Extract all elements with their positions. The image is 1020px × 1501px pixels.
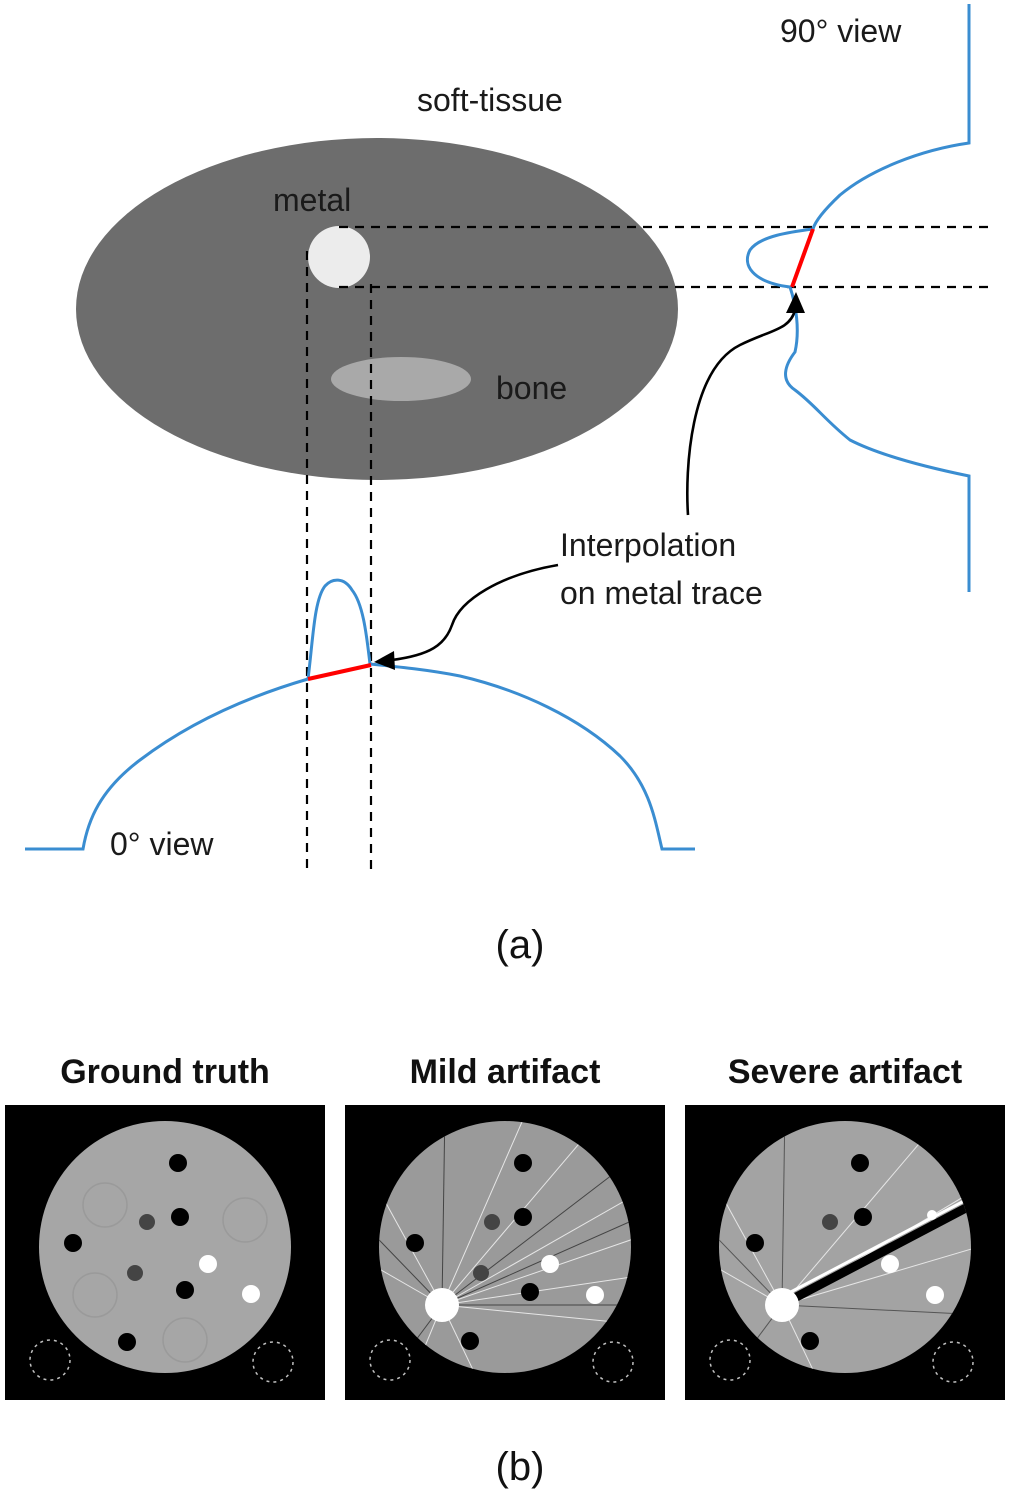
soft-tissue-ellipse bbox=[76, 138, 678, 480]
bone-ellipse bbox=[331, 357, 471, 401]
projection-guides bbox=[305, 225, 990, 870]
interp-line-90-deg bbox=[790, 228, 815, 288]
title-ground-truth: Ground truth bbox=[60, 1053, 270, 1091]
title-severe-artifact: Severe artifact bbox=[727, 1053, 963, 1091]
caption-a: (a) bbox=[495, 923, 545, 967]
interp-line-0-deg bbox=[307, 663, 372, 681]
image-severe-artifact bbox=[685, 1105, 1005, 1400]
diagram-a bbox=[25, 4, 990, 870]
metal-disc bbox=[308, 226, 370, 288]
label-90-view: 90° view bbox=[780, 13, 902, 49]
caption-b: (b) bbox=[495, 1445, 545, 1489]
image-mild-artifact bbox=[345, 1105, 665, 1400]
image-ground-truth bbox=[5, 1105, 325, 1400]
label-0-view: 0° view bbox=[110, 826, 214, 862]
arrowhead-0-deg bbox=[374, 651, 395, 670]
projection-0-deg bbox=[25, 578, 695, 851]
label-bone: bone bbox=[496, 370, 568, 406]
label-soft-tissue: soft-tissue bbox=[417, 82, 563, 118]
label-interpolation-2: on metal trace bbox=[560, 575, 763, 611]
label-metal: metal bbox=[273, 182, 352, 218]
arrowhead-90-deg bbox=[786, 292, 805, 313]
label-interpolation-1: Interpolation bbox=[560, 527, 737, 563]
arrow-0-deg bbox=[391, 563, 559, 662]
title-mild-artifact: Mild artifact bbox=[409, 1053, 601, 1091]
arrow-90-deg bbox=[686, 309, 797, 516]
projection-90-deg bbox=[745, 4, 971, 592]
